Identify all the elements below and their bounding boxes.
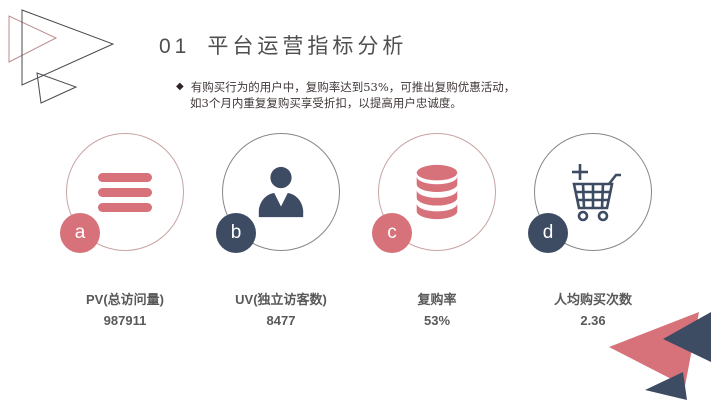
badge-a: a bbox=[60, 213, 100, 253]
metrics-row: a PV(总访问量) 987911 b UV(独立访客数) 8477 bbox=[47, 133, 671, 331]
note-line-2: 如3个月内重复复购买享受折扣，以提高用户忠诚度。 bbox=[176, 95, 515, 111]
metric-repurchase: c 复购率 53% bbox=[359, 133, 515, 331]
note-block: ◆ 有购买行为的用户中，复购率达到53%，可推出复购优惠活动， 如3个月内重复复… bbox=[176, 79, 515, 111]
metric-label-repurchase: 复购率 bbox=[417, 292, 457, 307]
metric-label-pv: PV(总访问量) bbox=[85, 292, 164, 307]
user-icon bbox=[258, 166, 304, 218]
metric-circle-pv: a bbox=[60, 133, 184, 253]
badge-b: b bbox=[216, 213, 256, 253]
triangle-decoration-top-left bbox=[8, 9, 115, 104]
badge-c: c bbox=[372, 213, 412, 253]
menu-lines-icon bbox=[98, 172, 152, 212]
metric-value-repurchase: 53% bbox=[423, 313, 451, 328]
page-title: 01 平台运营指标分析 bbox=[159, 30, 407, 60]
metric-circle-avg-purchases: d bbox=[528, 133, 652, 253]
metric-circle-repurchase: c bbox=[372, 133, 496, 253]
title-text: 平台运营指标分析 bbox=[207, 35, 408, 58]
metric-label-avg-purchases: 人均购买次数 bbox=[553, 292, 632, 307]
metric-uv: b UV(独立访客数) 8477 bbox=[203, 133, 359, 331]
metric-pv: a PV(总访问量) 987911 bbox=[47, 133, 203, 331]
metric-avg-purchases: d 人均购买次数 2.36 bbox=[515, 133, 671, 331]
metric-value-avg-purchases: 2.36 bbox=[580, 313, 606, 328]
triangle-decoration-bottom-right bbox=[609, 312, 711, 400]
note-line-1: ◆ 有购买行为的用户中，复购率达到53%，可推出复购优惠活动， bbox=[176, 79, 515, 95]
badge-d: d bbox=[528, 213, 568, 253]
database-icon bbox=[416, 164, 458, 220]
diamond-bullet-icon: ◆ bbox=[176, 81, 184, 92]
cart-plus-icon bbox=[572, 164, 621, 222]
metric-value-pv: 987911 bbox=[103, 313, 147, 328]
title-number: 01 bbox=[159, 35, 191, 58]
note-text-line1: 有购买行为的用户中，复购率达到53%，可推出复购优惠活动， bbox=[190, 80, 516, 94]
metric-circle-uv: b bbox=[216, 133, 340, 253]
metric-label-uv: UV(独立访客数) bbox=[235, 292, 327, 307]
metric-value-uv: 8477 bbox=[266, 313, 296, 328]
note-text-line2: 如3个月内重复复购买享受折扣，以提高用户忠诚度。 bbox=[190, 96, 462, 110]
